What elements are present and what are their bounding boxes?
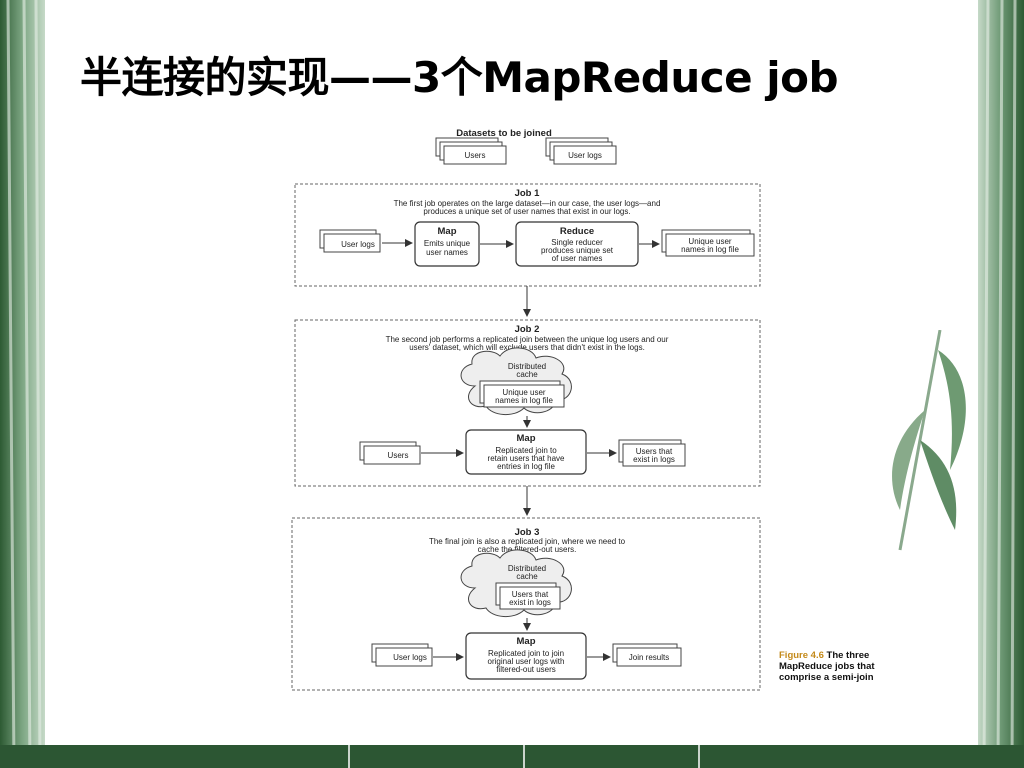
dataset-users-label: Users [465, 151, 486, 160]
figure-caption-text: The three MapReduce jobs that comprise a… [779, 650, 875, 683]
figure-number: Figure 4.6 [779, 650, 824, 661]
job1-title: Job 1 [515, 188, 541, 199]
job2-cache-label-line1: Distributed [508, 362, 546, 371]
job2-map-box [465, 429, 587, 475]
job2-map-line2: retain users that have [488, 454, 565, 463]
figure-caption: Figure 4.6 The three MapReduce jobs that… [779, 650, 894, 683]
job1-desc-line1: The first job operates on the large data… [394, 199, 661, 208]
job2-title: Job 2 [515, 324, 540, 335]
footer-strip [0, 745, 1024, 768]
job1-map-line1: Emits unique [424, 239, 471, 248]
job2-frame [294, 319, 761, 487]
job1-reduce-line1: Single reducer [551, 238, 603, 247]
job2-desc-line2: users' dataset, which will exclude users… [409, 343, 645, 352]
job2-map-title: Map [517, 433, 536, 444]
job2-cache-file-line1: Unique user [502, 388, 545, 397]
job1-reduce-line2: produces unique set [541, 246, 614, 255]
job3-input-label: User logs [393, 653, 427, 662]
job1-output-line2: names in log file [681, 245, 739, 254]
dataset-user-logs-doc: User logs [545, 137, 617, 165]
job2-desc-line1: The second job performs a replicated joi… [386, 335, 669, 344]
job3-desc-line2: cache the filtered-out users. [478, 545, 577, 554]
job2-output-line2: exist in logs [633, 455, 675, 464]
job2-input-doc: Users [359, 441, 421, 465]
dataset-users-doc: Users [435, 137, 507, 165]
job3-cache-file-line1: Users that [512, 590, 549, 599]
job1-output-doc: Unique user names in log file [661, 229, 755, 257]
job3-title: Job 3 [515, 527, 540, 538]
job1-reduce-line3: of user names [552, 254, 603, 263]
slide-title: 半连接的实现——3个MapReduce job [80, 53, 839, 102]
job3-map-box [465, 632, 587, 680]
job1-map-title: Map [438, 226, 457, 237]
job1-output-line1: Unique user [688, 237, 731, 246]
job1-reduce-title: Reduce [560, 226, 594, 237]
job2-map-line3: entries in log file [497, 462, 555, 471]
job3-desc-line1: The final join is also a replicated join… [429, 537, 626, 546]
job3-map-line2: original user logs with [488, 657, 565, 666]
job1-frame [294, 183, 761, 287]
job1-map-box [414, 221, 480, 267]
job3-cache-file-line2: exist in logs [509, 598, 551, 607]
job2-output-doc: Users that exist in logs [618, 439, 686, 467]
job3-map-line1: Replicated join to join [488, 649, 564, 658]
job1-input-doc: User logs [319, 229, 381, 253]
job2-input-label: Users [388, 451, 409, 460]
dataset-user-logs-label: User logs [568, 151, 602, 160]
job3-cache-file-doc: Users that exist in logs [495, 582, 561, 610]
job3-cache-label-line2: cache [516, 572, 538, 581]
job3-cache-label-line1: Distributed [508, 564, 546, 573]
job1-input-label: User logs [341, 240, 375, 249]
job2-cache-file-line2: names in log file [495, 396, 553, 405]
job3-input-doc: User logs [371, 643, 433, 667]
bamboo-leaves-decoration [892, 330, 966, 551]
job2-map-line1: Replicated join to [495, 446, 557, 455]
job3-map-title: Map [517, 636, 536, 647]
job3-output-label: Join results [629, 653, 669, 662]
job1-reduce-box [515, 221, 639, 267]
job1-desc-line2: produces a unique set of user names that… [423, 207, 630, 216]
job3-map-line3: filtered-out users [496, 665, 556, 674]
job3-output-doc: Join results [612, 643, 682, 667]
datasets-heading: Datasets to be joined [456, 128, 552, 139]
job2-output-line1: Users that [636, 447, 673, 456]
semi-join-diagram: Datasets to be joined Users User logs Jo… [291, 128, 761, 691]
job2-cache-file-doc: Unique user names in log file [479, 380, 565, 408]
job1-map-line2: user names [426, 248, 468, 257]
job2-cache-label-line2: cache [516, 370, 538, 379]
